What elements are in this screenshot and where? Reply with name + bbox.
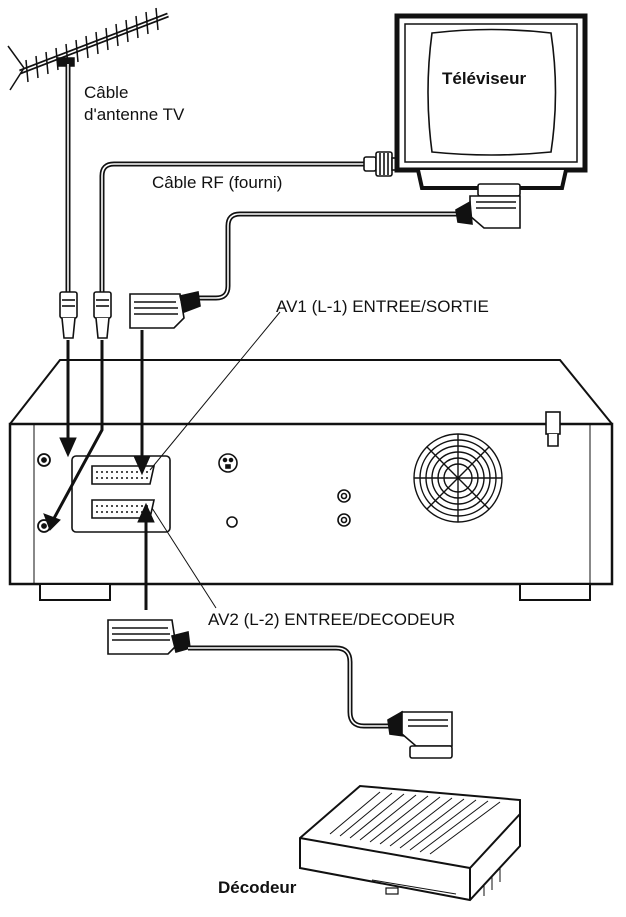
av2-label: AV2 (L-2) ENTREE/DECODEUR bbox=[208, 610, 456, 629]
rf-connection-arrow bbox=[43, 340, 104, 531]
label-leader-lines bbox=[149, 311, 281, 609]
fan-grille-icon bbox=[413, 433, 503, 523]
decoder-label: Décodeur bbox=[218, 878, 297, 897]
scart-plug-tv-icon bbox=[455, 183, 521, 229]
rf-cable-label: Câble RF (fourni) bbox=[152, 173, 283, 192]
vcr-antenna-jacks bbox=[37, 453, 51, 533]
vcr-jacks bbox=[218, 453, 351, 528]
scart-plug-av2-icon bbox=[107, 619, 191, 655]
scart-cable-decoder bbox=[188, 645, 392, 729]
antenna-cable-label-line2: d'antenne TV bbox=[84, 105, 185, 124]
rf-cable bbox=[99, 161, 366, 292]
antenna-connection-arrow bbox=[59, 340, 77, 458]
scart-cable-tv bbox=[196, 211, 458, 301]
av2-connection-arrow bbox=[137, 502, 155, 610]
antenna-cable-label-line1: Câble bbox=[84, 83, 129, 102]
av1-label: AV1 (L-1) ENTREE/SORTIE bbox=[276, 297, 489, 316]
av1-connection-arrow bbox=[133, 330, 151, 476]
antenna-icon bbox=[7, 7, 169, 91]
scart-plug-decoder-icon bbox=[387, 710, 453, 759]
decoder-icon bbox=[299, 784, 521, 902]
scart-plug-av1-icon bbox=[129, 291, 201, 329]
rf-plug-icon bbox=[363, 151, 403, 177]
rf-vcr-plug-icon bbox=[93, 291, 112, 339]
tv-icon bbox=[394, 13, 588, 190]
antenna-plug-icon bbox=[59, 291, 78, 339]
scart-sockets bbox=[71, 455, 171, 533]
tv-label: Téléviseur bbox=[442, 69, 527, 88]
